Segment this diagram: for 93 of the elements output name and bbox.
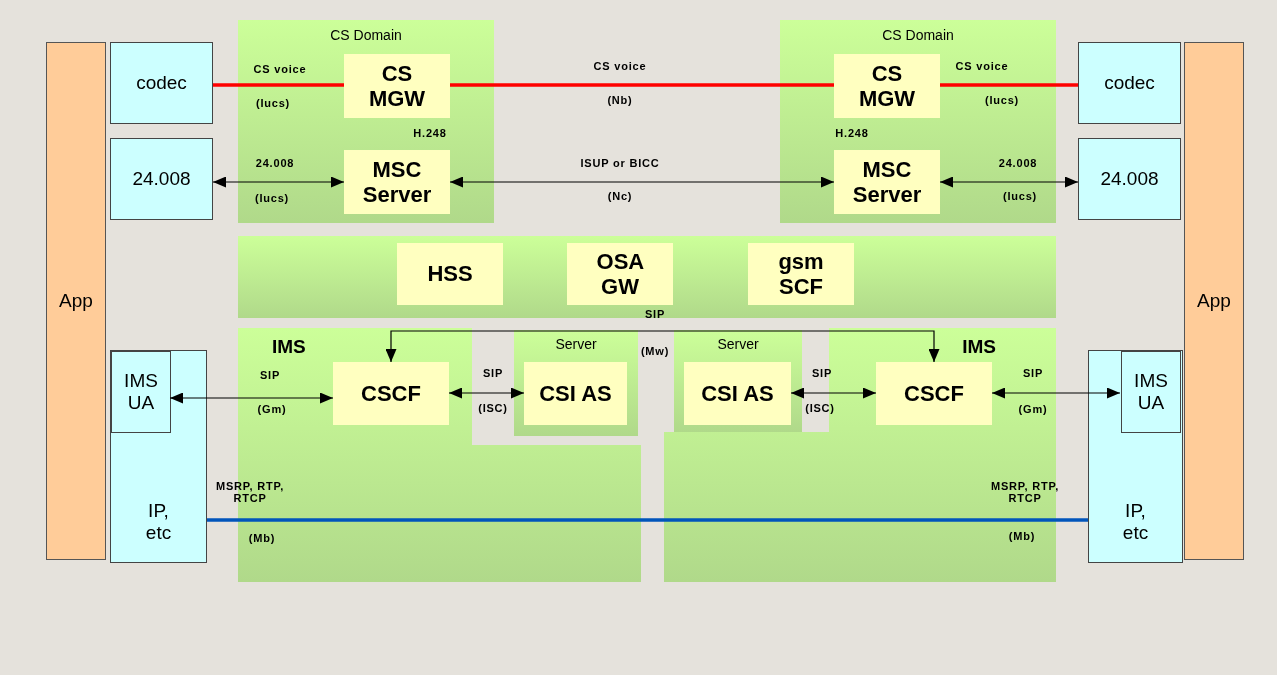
interface-box	[1078, 138, 1181, 220]
arrow	[169, 392, 334, 404]
interface-box	[111, 351, 171, 433]
network-band	[238, 236, 1056, 318]
interface-box	[110, 42, 213, 124]
node-label: codec	[136, 72, 187, 94]
connector-line	[207, 518, 1088, 522]
interface-label: H.248	[413, 127, 447, 139]
node-label: HSS	[427, 261, 473, 287]
edge-label: ISUP or BICC	[580, 157, 660, 169]
node-label: 24.008	[132, 168, 191, 190]
node-label: CSI AS	[539, 380, 612, 407]
function-box	[344, 150, 450, 214]
edge-label: CS voice	[253, 63, 307, 75]
edge-label: CS voice	[593, 60, 647, 72]
node-label: IMS UA	[1134, 370, 1168, 414]
interface-label: (ISC)	[805, 402, 835, 414]
connector-line	[450, 83, 834, 87]
edge-label: SIP	[259, 369, 281, 381]
arrow	[448, 387, 525, 399]
node-label: CSCF	[361, 380, 421, 407]
node-label: CS MGW	[858, 60, 916, 112]
node-label: MSC Server	[362, 156, 432, 208]
arrow	[790, 387, 877, 399]
function-box	[333, 362, 449, 425]
function-box	[684, 362, 791, 425]
node-label: App	[1197, 290, 1231, 312]
interface-label: (Nb)	[607, 94, 633, 106]
interface-label: (Iucs)	[1002, 190, 1038, 202]
interface-label: (Gm)	[1018, 403, 1048, 415]
domain-panel	[780, 20, 1056, 223]
arrow	[385, 330, 940, 363]
function-box	[567, 243, 673, 305]
interface-label: (Iucs)	[254, 192, 290, 204]
edge-label: SIP	[1022, 367, 1044, 379]
interface-label: (Nc)	[607, 190, 633, 202]
stack-box	[1088, 350, 1183, 563]
interface-label: (Gm)	[257, 403, 287, 415]
function-box	[834, 54, 940, 118]
app-block	[1184, 42, 1244, 560]
arrow	[991, 387, 1121, 399]
node-label: OSA GW	[596, 248, 644, 300]
node-label: Server	[717, 336, 759, 353]
node-label: CSCF	[904, 380, 964, 407]
edge-label: SIP	[811, 367, 833, 379]
interface-label: (Mw)	[640, 345, 670, 357]
node-label: IP, etc	[145, 500, 172, 544]
edge-label: 24.008	[998, 157, 1038, 169]
edge-label: SIP	[482, 367, 504, 379]
function-box	[748, 243, 854, 305]
edge-label: SIP	[644, 308, 666, 320]
node-label: App	[59, 290, 93, 312]
function-box	[397, 243, 503, 305]
stack-box	[110, 350, 207, 563]
interface-label: (Iucs)	[984, 94, 1020, 106]
connector-line	[940, 83, 1078, 87]
node-label: CS MGW	[368, 60, 426, 112]
function-box	[344, 54, 450, 118]
node-label: IMS UA	[124, 370, 158, 414]
node-label: IMS	[272, 336, 306, 358]
node-label: CS Domain	[882, 27, 954, 44]
edge-label: CS voice	[955, 60, 1009, 72]
arrow	[939, 176, 1079, 188]
function-box	[524, 362, 627, 425]
server-panel	[514, 330, 638, 436]
domain-panel	[238, 20, 494, 223]
node-label: IMS	[962, 336, 996, 358]
server-panel	[674, 330, 802, 432]
edge-label: 24.008	[255, 157, 295, 169]
node-label: CSI AS	[701, 380, 774, 407]
interface-box	[1121, 351, 1181, 433]
interface-box	[110, 138, 213, 220]
node-label: Server	[555, 336, 597, 353]
node-label: CS Domain	[330, 27, 402, 44]
node-label: 24.008	[1100, 168, 1159, 190]
app-block	[46, 42, 106, 560]
function-box	[834, 150, 940, 214]
arrow	[212, 176, 345, 188]
node-label: gsm SCF	[778, 248, 824, 300]
interface-label: (ISC)	[478, 402, 508, 414]
node-label: MSC Server	[852, 156, 922, 208]
node-label: codec	[1104, 72, 1155, 94]
function-box	[876, 362, 992, 425]
interface-label: MSRP, RTP, RTCP	[989, 480, 1061, 504]
interface-box	[1078, 42, 1181, 124]
interface-label: (Mb)	[1008, 530, 1036, 542]
node-label: IP, etc	[1122, 500, 1149, 544]
edge-label: MSRP, RTP, RTCP	[214, 480, 286, 504]
interface-label: (Mb)	[248, 532, 276, 544]
interface-label: H.248	[835, 127, 869, 139]
interface-label: (Iucs)	[255, 97, 291, 109]
arrow	[449, 176, 835, 188]
connector-line	[213, 83, 344, 87]
